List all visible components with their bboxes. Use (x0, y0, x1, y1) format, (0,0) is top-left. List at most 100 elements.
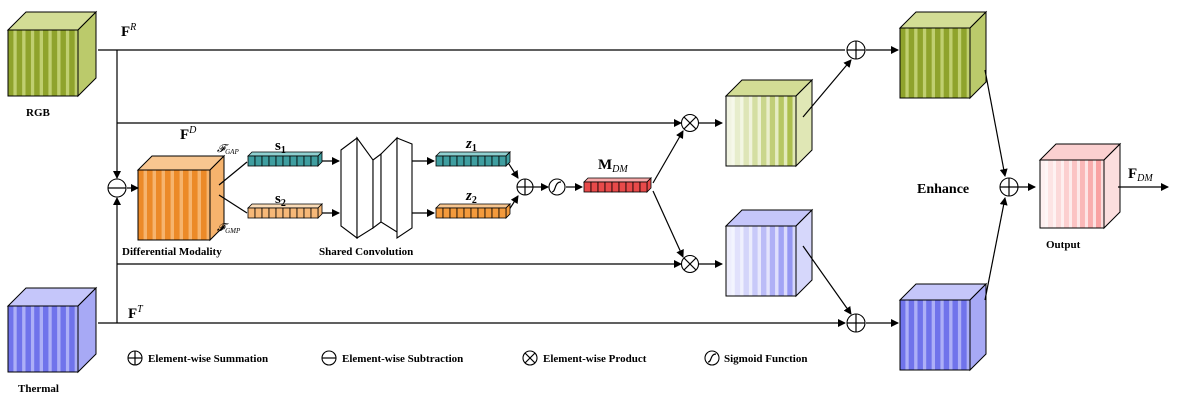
m-vector-cell-1 (590, 181, 599, 193)
rgb-enhanced-cube-stripe-4 (935, 28, 941, 98)
s1-vector-cell-3 (268, 155, 277, 167)
conv-layer-3 (372, 152, 382, 230)
z2-vector-cell-2 (449, 207, 458, 219)
operators (107, 40, 1019, 333)
rgb-weighted-cube-stripe-2 (743, 96, 749, 166)
output-caption: Output (1046, 239, 1081, 251)
diff-to-s1-line (218, 161, 248, 186)
rgb-enhanced-cube-highlight-4 (940, 28, 944, 98)
output-cube-stripe-1 (1048, 160, 1053, 228)
output-feature-label: FDM (1128, 166, 1153, 184)
thermal-input-cube (6, 286, 98, 374)
thermal-enhanced-cube-side (969, 282, 987, 372)
z1-vector (435, 151, 511, 167)
s1-vector-cell-6 (289, 155, 298, 167)
differential-cube-highlight-7 (206, 170, 210, 240)
s2-vector-cell-8 (303, 207, 312, 219)
differential-cube-highlight-5 (188, 170, 192, 240)
thermal-input-cube-highlight-5 (57, 306, 61, 372)
output-cube-stripe-0 (1040, 160, 1045, 228)
m-vector-cell-3 (604, 181, 613, 193)
rgb-weighted-cube-stripe-1 (734, 96, 741, 166)
thermal-enhanced-cube-stripe-4 (935, 300, 941, 370)
s1-vector-cell-2 (261, 155, 270, 167)
thermal-enhanced-cube-highlight-1 (914, 300, 918, 370)
thermal-enhanced-cube-highlight-5 (949, 300, 953, 370)
z2-vector-cell-3 (456, 207, 465, 219)
s2-vector (247, 203, 323, 219)
thermal-label: Thermal (18, 383, 59, 395)
thermal-weighted-cube-stripe-2 (743, 226, 749, 296)
differential-cube-stripe-5 (183, 170, 189, 240)
z1-to-sum (506, 160, 519, 179)
m-vector-cell-2 (597, 181, 606, 193)
conv-layer-5 (396, 137, 413, 240)
s1-vector-cell-0 (247, 155, 256, 167)
legend-sigmoid: Sigmoid Function (704, 350, 807, 366)
z2-label: z2 (465, 188, 477, 206)
thermal-input-cube-highlight-0 (13, 306, 17, 372)
z1-vector-cell-8 (491, 155, 500, 167)
rgb-input-cube-stripe-7 (69, 30, 75, 96)
summation-op-rgb (846, 40, 866, 60)
rgb-weighted-cube-highlight-5 (775, 96, 779, 166)
s1-vector-cell-1 (254, 155, 263, 167)
thermal-enhanced-cube-highlight-6 (957, 300, 962, 370)
rgb-input-cube-stripe-2 (25, 30, 31, 96)
thermal-weighted-cube-highlight-7 (792, 226, 796, 296)
rgb-enhanced-cube-highlight-1 (914, 28, 918, 98)
rgb-feature-label: FR (121, 22, 136, 40)
rgb-weighted-cube-side (795, 78, 813, 168)
s1-vector-cell-5 (282, 155, 291, 167)
shared-conv-caption: Shared Convolution (319, 246, 413, 258)
z1-vector-cell-6 (477, 155, 486, 167)
differential-cube-front-outline (137, 169, 211, 241)
thermal-input-cube-front-outline (7, 305, 79, 373)
legend: Element-wise Summation Element-wise Subt… (127, 350, 807, 366)
differential-cube-stripe-1 (147, 170, 153, 240)
thermal-input-cube-stripe-0 (8, 306, 14, 372)
rgb-enhanced-cube-highlight-6 (957, 28, 962, 98)
rgb-weighted-cube-highlight-2 (748, 96, 753, 166)
z2-vector-cell-6 (477, 207, 486, 219)
s2-vector-cell-1 (254, 207, 263, 219)
output-cube-highlight-3 (1068, 160, 1072, 228)
rgb-input-cube-stripe-3 (34, 30, 40, 96)
z1-vector-cell-9 (498, 155, 507, 167)
output-cube-highlight-7 (1100, 160, 1104, 228)
z1-vector-cell-0 (435, 155, 444, 167)
cube-to-sum1 (802, 59, 852, 118)
s1-vector-cell-9 (310, 155, 319, 167)
rgb-enhanced-cube-highlight-5 (949, 28, 953, 98)
sigmoid-op (548, 178, 566, 196)
thermal-weighted-cube-stripe-7 (787, 226, 793, 296)
rgb-weighted-cube-stripe-3 (752, 96, 758, 166)
thermal-input-cube-stripe-3 (34, 306, 40, 372)
rgb-input-cube-highlight-4 (48, 30, 52, 96)
output-cube-front-outline (1039, 159, 1105, 229)
sigmoid-icon (704, 350, 720, 366)
thermal-enhanced-cube-stripe-2 (917, 300, 923, 370)
thermal-weighted-cube-highlight-3 (757, 226, 761, 296)
rgb-enhanced-cube-stripe-7 (961, 28, 967, 98)
subtraction-op (107, 178, 127, 198)
output-cube-stripe-2 (1056, 160, 1061, 228)
rgb-input-cube-highlight-5 (57, 30, 61, 96)
z1-vector-cell-1 (442, 155, 451, 167)
rgb-enhanced-cube-stripe-6 (952, 28, 958, 98)
z2-vector-cell-7 (484, 207, 493, 219)
z1-vector-cell-4 (463, 155, 472, 167)
gap-label: 𝓕GAP (217, 143, 239, 156)
m-to-product1 (652, 130, 684, 184)
rgb-input-cube-highlight-2 (30, 30, 35, 96)
thermal-input-cube-highlight-1 (22, 306, 26, 372)
s1-vector (247, 151, 323, 167)
rgb-enhanced-cube-stripe-0 (900, 28, 906, 98)
rgb-input-cube-stripe-1 (16, 30, 23, 96)
rgb-weighted-cube-stripe-6 (778, 96, 784, 166)
m-label: MDM (598, 157, 628, 175)
rgb-weighted-cube (724, 78, 814, 168)
subtraction-icon (321, 350, 337, 366)
m-vector-cell-7 (632, 181, 641, 193)
s1-vector-cell-4 (275, 155, 284, 167)
